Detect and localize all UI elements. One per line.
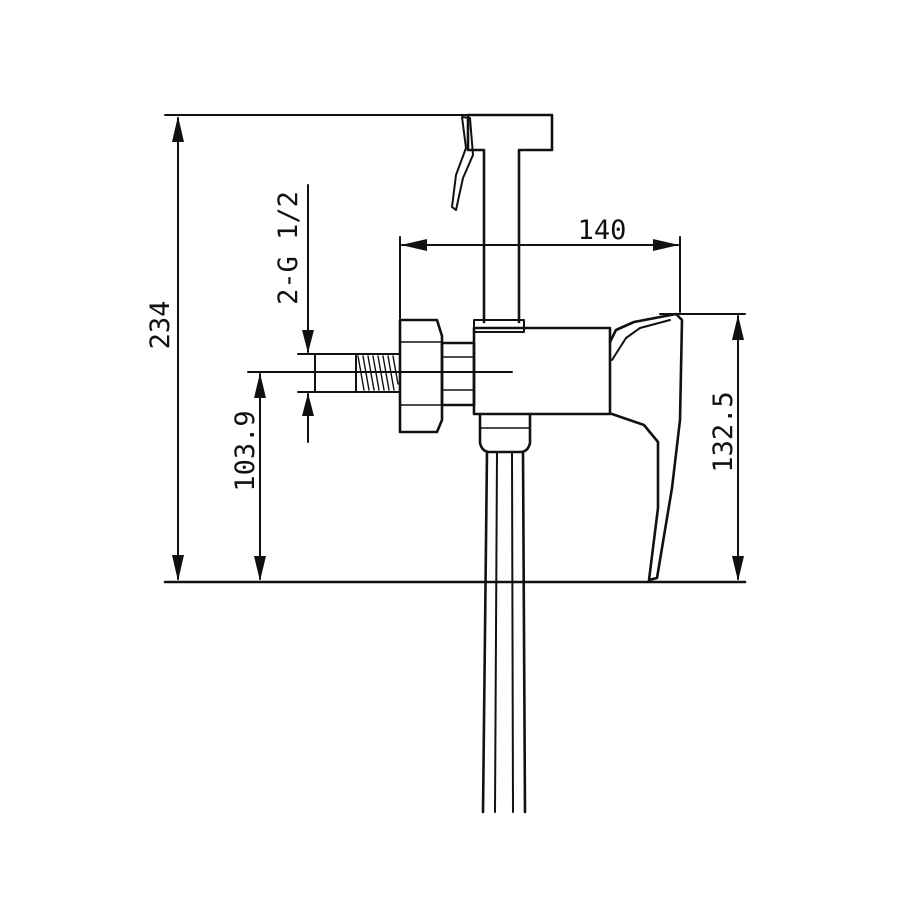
dimension-depth: 140 (401, 215, 679, 251)
dimension-thread: 2-G 1/2 (273, 184, 314, 443)
wall-flange (398, 318, 444, 434)
dimension-outlet-height-label: 103.9 (230, 410, 261, 491)
dimension-thread-label: 2-G 1/2 (273, 191, 304, 305)
faucet-body-drawing (314, 113, 684, 814)
dimension-body-height-label: 132.5 (708, 391, 739, 472)
shower-trigger (451, 116, 474, 211)
dimension-total-height-label: 234 (145, 301, 176, 350)
lever-handle-inner (611, 319, 671, 361)
threaded-inlet (314, 353, 401, 393)
shower-hose (481, 450, 527, 814)
hose-connector (478, 412, 532, 454)
dimension-outlet-height: 103.9 (230, 373, 266, 581)
dimension-depth-label: 140 (578, 215, 627, 246)
hex-nut (440, 341, 476, 407)
holder-collar (473, 319, 525, 333)
shower-holder-outline (466, 113, 554, 324)
dimension-total-height: 234 (145, 116, 184, 581)
lever-handle (608, 312, 684, 582)
dimension-body-height: 132.5 (708, 315, 744, 581)
